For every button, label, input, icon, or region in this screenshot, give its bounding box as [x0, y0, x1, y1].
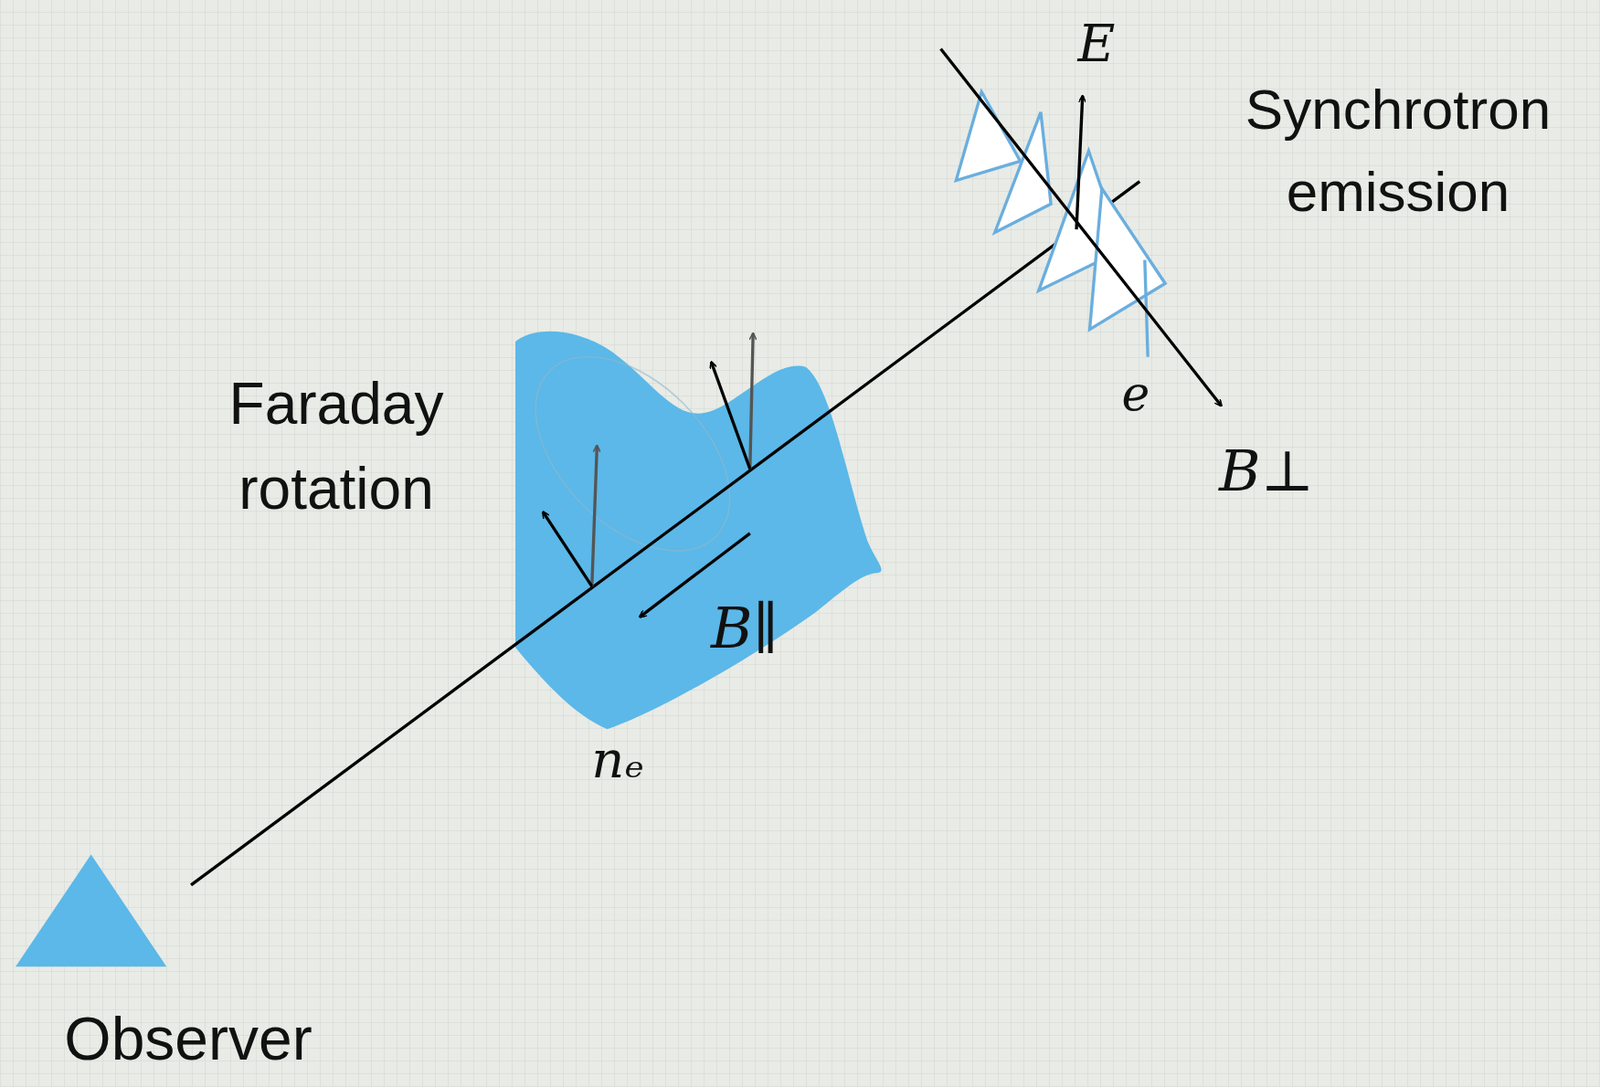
section-title: Synchrotron emission [1201, 68, 1595, 234]
section-title: Faraday rotation [190, 361, 483, 532]
e-field-arrow [1076, 95, 1083, 230]
density-symbol: nₑ [591, 731, 645, 789]
plasma-cloud [515, 331, 882, 730]
field-symbol: B∥ [710, 597, 779, 660]
observer-triangle [15, 854, 167, 967]
line-of-sight [190, 181, 1140, 886]
field-symbol: E [1078, 15, 1116, 73]
observer-label: Observer [63, 996, 312, 1084]
particle-symbol: e [1122, 368, 1151, 421]
field-symbol: B⊥ [1218, 440, 1314, 503]
b-perp-line [941, 49, 1222, 407]
